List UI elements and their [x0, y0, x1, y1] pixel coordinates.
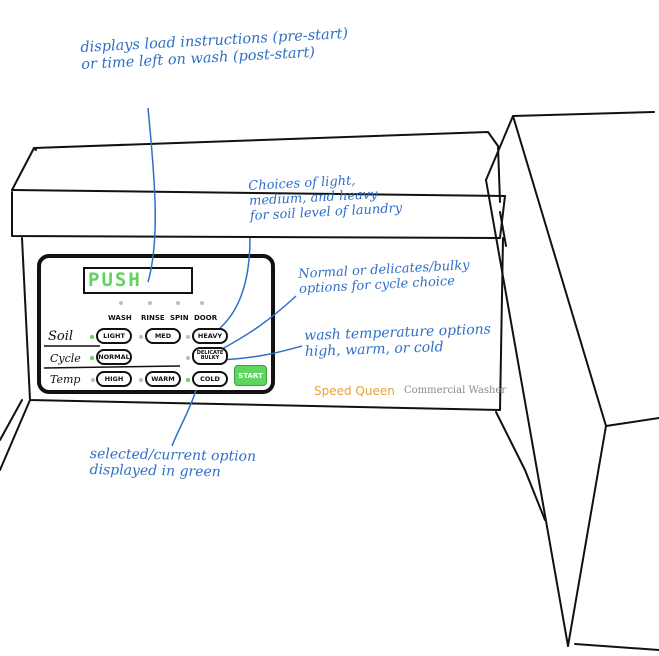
soil-row-label: Soil	[48, 329, 74, 344]
top-bar	[11, 189, 506, 239]
washer-lid	[11, 131, 501, 203]
display-leader-line	[147, 107, 156, 283]
cycle-row-label: Cycle	[50, 352, 81, 365]
soil-leader-line	[219, 237, 251, 329]
soil-light-label: LIGHT	[103, 332, 125, 340]
soil-med-button[interactable]: MED	[145, 328, 181, 344]
temp-warm-button[interactable]: WARM	[145, 371, 181, 387]
selected-leader-line	[171, 389, 197, 447]
cycle-delicate-indicator	[186, 356, 190, 360]
control-panel-frame	[37, 254, 275, 394]
soil-med-indicator	[139, 335, 143, 339]
cycle-delicate-bulky-button[interactable]: DELICATE BULKY	[192, 347, 228, 365]
temp-cold-label: COLD	[200, 375, 220, 383]
soil-light-button[interactable]: LIGHT	[96, 328, 132, 344]
start-button[interactable]: START	[234, 365, 267, 386]
temp-cold-indicator	[186, 378, 190, 382]
soil-med-label: MED	[154, 332, 172, 340]
cycle-row-indicator	[90, 356, 94, 360]
status-header-door: DOOR	[194, 314, 218, 322]
soil-annotation: Choices of light, medium, and heavy for …	[248, 172, 403, 225]
temp-row-label: Temp	[50, 373, 81, 386]
cycle-leader-line	[219, 295, 297, 351]
temp-high-label: HIGH	[104, 375, 124, 383]
status-header-rinse: RINSE	[141, 314, 165, 322]
cycle-normal-button[interactable]: NORMAL	[96, 349, 132, 365]
status-header-wash: WASH	[108, 314, 132, 322]
soil-heavy-label: HEAVY	[197, 332, 223, 340]
soil-row-indicator	[90, 335, 94, 339]
cycle-delicate-bulky-label: DELICATE BULKY	[196, 350, 224, 361]
temp-warm-label: WARM	[151, 375, 175, 383]
temp-high-button[interactable]: HIGH	[96, 371, 132, 387]
temp-warm-indicator	[139, 378, 143, 382]
status-header-spin: SPIN	[170, 314, 189, 322]
start-label: START	[238, 371, 263, 380]
temp-row-indicator	[91, 378, 95, 382]
temp-cold-button[interactable]: COLD	[192, 371, 228, 387]
wash-status-light	[119, 301, 123, 305]
temp-leader-line	[217, 345, 303, 361]
soil-heavy-button[interactable]: HEAVY	[192, 328, 228, 344]
soil-heavy-indicator	[186, 335, 190, 339]
lcd-display-frame	[83, 267, 193, 294]
cycle-normal-label: NORMAL	[98, 353, 130, 361]
selected-annotation: selected/current option displayed in gre…	[89, 446, 256, 481]
temp-annotation: wash temperature options high, warm, or …	[304, 321, 492, 360]
side-cabinet	[485, 111, 655, 181]
model-name: Commercial Washer	[404, 385, 507, 396]
selected-annotation-line: displayed in green	[89, 462, 221, 481]
brand-name: Speed Queen	[314, 384, 395, 398]
rinse-status-light	[148, 301, 152, 305]
lcd-display-text: PUSH	[88, 269, 142, 291]
door-status-light	[200, 301, 204, 305]
console-body	[21, 237, 504, 411]
spin-status-light	[176, 301, 180, 305]
